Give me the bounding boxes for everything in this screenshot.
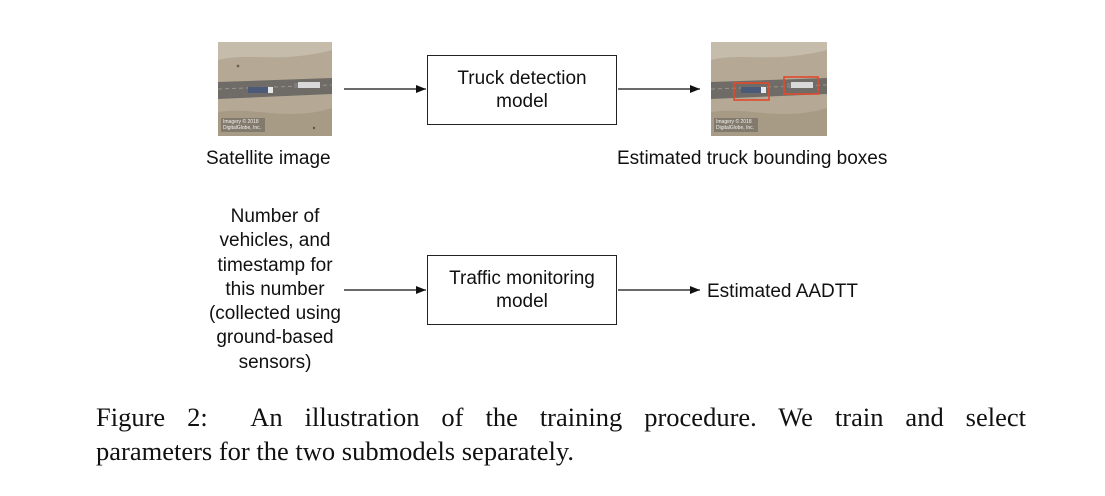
input-line: ground-based [216,327,334,349]
caption-text-line-2: parameters for the two submodels separat… [96,436,575,466]
truck-detection-model-box: Truck detection model [427,55,617,125]
satellite-image-graphic [218,42,332,136]
traffic-monitoring-model-label: Traffic monitoring model [449,268,595,312]
satellite-image-thumbnail: Imagery © 2018 DigitalGlobe, Inc. [218,42,332,136]
bounding-box-2 [783,76,819,95]
satellite-image-label: Satellite image [206,148,331,169]
truck-detection-model-label: Truck detection model [457,68,587,112]
bounding-box-1 [733,82,770,101]
bounding-boxes-graphic [711,42,827,136]
traffic-monitoring-model-box: Traffic monitoring model [427,255,617,325]
bounding-boxes-label: Estimated truck bounding boxes [617,148,888,169]
bounding-boxes-thumbnail: Imagery © 2018 DigitalGlobe, Inc. [711,42,827,136]
caption-text-line-1: An illustration of the training procedur… [250,402,1026,432]
input-line: vehicles, and [219,230,331,252]
input-line: (collected using [208,303,342,325]
input-line: timestamp for [217,254,333,276]
figure-caption: Figure 2: An illustration of the trainin… [96,400,1026,468]
watermark-text: Imagery © 2018 DigitalGlobe, Inc. [223,119,262,131]
input-line: sensors) [238,351,312,373]
ground-sensor-input-label: Number of vehicles, and timestamp for th… [180,205,370,375]
input-line: Number of [230,206,320,227]
watermark-text: Imagery © 2018 DigitalGlobe, Inc. [716,119,755,131]
caption-prefix: Figure 2: [96,402,208,432]
caption-line-1: Figure 2: An illustration of the trainin… [96,400,1026,434]
input-line: this number [225,278,325,300]
estimated-aadtt-label: Estimated AADTT [707,281,858,302]
